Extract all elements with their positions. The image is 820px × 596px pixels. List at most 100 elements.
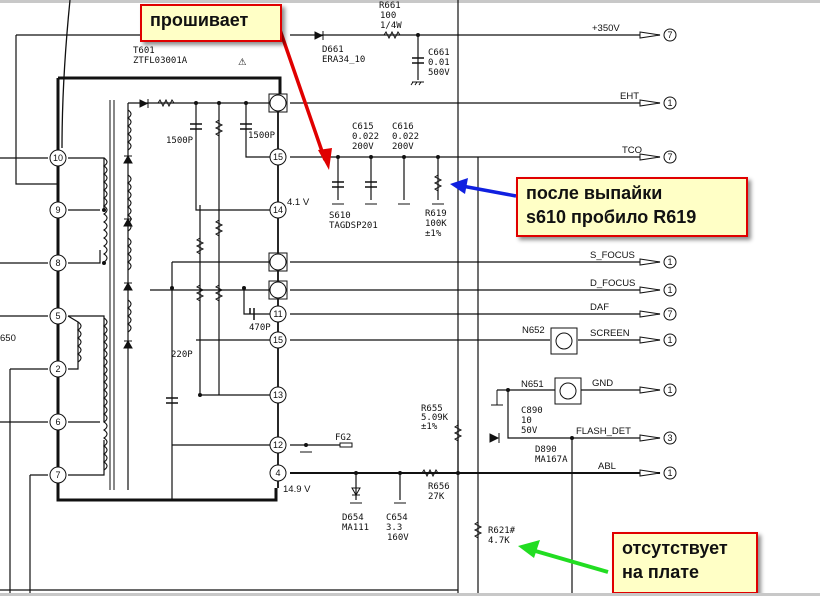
sheet-ref-number: 1 (667, 257, 672, 267)
sheet-ref-circle (663, 255, 677, 269)
c661-value: 0.01 (428, 58, 450, 68)
warning-icon: ⚠ (238, 57, 247, 68)
pin-10-label: 10 (53, 153, 63, 163)
sheet-ref-number: 1 (667, 335, 672, 345)
note-missing: отсутствует на плате (612, 532, 758, 594)
r661-ref: R661 (379, 1, 401, 11)
c616-voltage: 200V (392, 142, 414, 152)
center-pin-group: 15 14 11 15 13 12 4 (268, 93, 288, 482)
sheet-ref-circle (663, 431, 677, 445)
output-arrow-icon (639, 336, 661, 344)
sheet-ref-number: 7 (667, 309, 672, 319)
r621-value: 4.7K (488, 536, 510, 546)
pin-6-label: 6 (55, 417, 60, 427)
pin-7-label: 7 (55, 470, 60, 480)
pin-5: 5 (49, 307, 67, 325)
sheet-ref-number: 1 (667, 98, 672, 108)
s610-part: TAGDSP201 (329, 221, 378, 231)
c615-ref: C615 (352, 122, 374, 132)
c615-voltage: 200V (352, 142, 374, 152)
output-arrow-icon (639, 258, 661, 266)
note-after-desolder-line1: после выпайки (526, 183, 663, 203)
pin-9: 9 (49, 201, 67, 219)
pin-15-bottom-label: 15 (273, 335, 283, 345)
d654-part: MA111 (342, 523, 369, 533)
output-label: S_FOCUS (590, 250, 635, 261)
output-arrow-icon (639, 310, 661, 318)
output-label: +350V (592, 23, 620, 34)
annotation-arrows (61, 0, 609, 574)
d654-ref: D654 (342, 513, 364, 523)
pin-12-label: 12 (273, 440, 283, 450)
note-flashes: прошивает (140, 4, 282, 42)
d661-part: ERA34_10 (322, 55, 365, 65)
sheet-ref-number: 1 (667, 285, 672, 295)
sheet-ref-circle (663, 283, 677, 297)
note-missing-line1: отсутствует (622, 538, 728, 558)
s-focus-terminal (269, 253, 287, 271)
c661-voltage: 500V (428, 68, 450, 78)
hv-diodes (123, 31, 500, 497)
note-after-desolder: после выпайки s610 пробило R619 (516, 177, 748, 237)
pin-7: 7 (49, 466, 67, 484)
pin-9-label: 9 (55, 205, 60, 215)
blue-arrow-head (450, 178, 468, 194)
cap-1500p-a: 1500P (166, 136, 194, 146)
wires (0, 0, 660, 596)
r621-ref: R621# (488, 526, 516, 536)
output-arrow-icon (639, 286, 661, 294)
blue-arrow-line (461, 184, 517, 198)
c616-ref: C616 (392, 122, 414, 132)
output-arrow-icon (639, 153, 661, 161)
cap-220p: 220P (171, 350, 193, 360)
r655-value: 5.09K (421, 413, 449, 423)
d-focus-terminal (269, 281, 287, 299)
side-label: 650 (0, 333, 16, 344)
pin-15-top-label: 15 (273, 152, 283, 162)
output-s-focus: S_FOCUS 1 (590, 250, 677, 269)
c654-value: 3.3 (386, 523, 402, 533)
hv-lead-wire (61, 0, 71, 149)
pin-11-label: 11 (273, 309, 282, 319)
output-arrow-icon (639, 386, 661, 394)
c890-voltage: 50V (521, 426, 538, 436)
pin-2-label: 2 (55, 364, 60, 374)
r619-tolerance: ±1% (425, 229, 442, 239)
cap-470p: 470P (249, 323, 271, 333)
sheet-ref-number: 7 (667, 152, 672, 162)
output-arrow-icon (639, 434, 661, 442)
fg2-label: FG2 (335, 433, 351, 443)
cap-1500p-b: 1500P (248, 131, 276, 141)
sheet-ref-number: 1 (667, 468, 672, 478)
pin-8-label: 8 (55, 258, 60, 268)
resistors (157, 30, 483, 539)
pin-8: 8 (49, 254, 67, 272)
r656-ref: R656 (428, 482, 450, 492)
r661-value: 100 (380, 11, 396, 21)
left-pin-group: 10 9 8 5 2 6 7 (49, 149, 67, 484)
pin-10: 10 (49, 149, 67, 167)
r619-value: 100K (425, 219, 447, 229)
pin-4-label: 4 (275, 468, 280, 478)
sheet-ref-circle (663, 466, 677, 480)
sheet-ref-circle (663, 28, 677, 42)
pin-14-label: 14 (273, 205, 283, 215)
output-arrow-icon (639, 31, 661, 39)
sheet-ref-number: 1 (667, 385, 672, 395)
output-label: TCO (622, 145, 642, 156)
fg2-element (339, 442, 353, 448)
red-arrow-line (278, 29, 327, 161)
n652-ref: N652 (522, 325, 545, 336)
r619-ref: R619 (425, 209, 447, 219)
r655-tolerance: ±1% (421, 422, 438, 432)
r661-power: 1/4W (380, 21, 402, 31)
c661-ref: C661 (428, 48, 450, 58)
r655-ref: R655 (421, 404, 443, 414)
c615-value: 0.022 (352, 132, 379, 142)
